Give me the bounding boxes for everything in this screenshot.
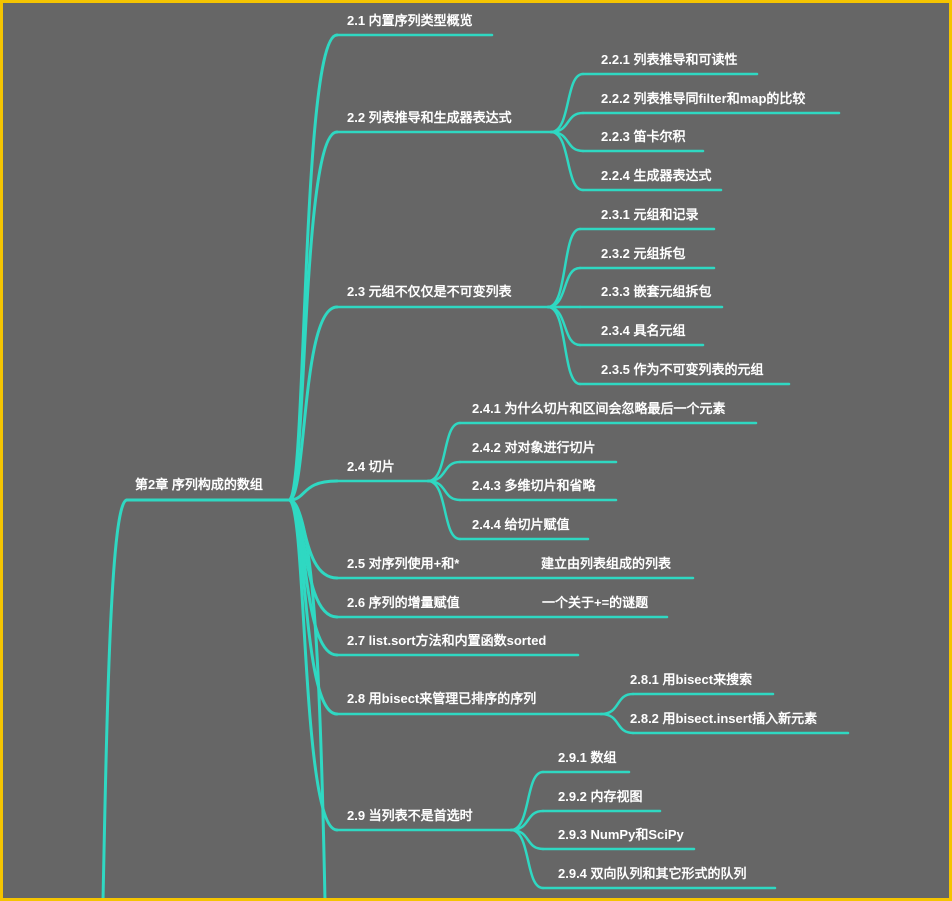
offscreen-connector	[287, 498, 327, 898]
branch-connector	[287, 498, 339, 832]
child-connector	[546, 305, 582, 386]
leaf-2-8-1[interactable]: 2.8.1 用bisect来搜索	[630, 672, 753, 687]
leaf-2-9-2[interactable]: 2.9.2 内存视图	[558, 789, 643, 804]
leaf-2-4-3[interactable]: 2.4.3 多维切片和省略	[472, 478, 596, 493]
leaf-2-3-2[interactable]: 2.3.2 元组拆包	[601, 246, 686, 261]
leaf-2-6-1[interactable]: 一个关于+=的谜题	[542, 595, 649, 610]
leaf-2-2-3[interactable]: 2.2.3 笛卡尔积	[601, 129, 686, 144]
branch-2-3[interactable]: 2.3 元组不仅仅是不可变列表	[347, 284, 512, 299]
child-connector	[509, 828, 545, 890]
branch-2-6[interactable]: 2.6 序列的增量赋值	[347, 595, 460, 610]
child-connector	[599, 712, 635, 735]
branch-connector	[287, 33, 339, 502]
leaf-2-4-2[interactable]: 2.4.2 对对象进行切片	[472, 440, 596, 455]
leaf-2-2-1[interactable]: 2.2.1 列表推导和可读性	[601, 52, 738, 67]
branch-2-8[interactable]: 2.8 用bisect来管理已排序的序列	[347, 691, 537, 706]
branch-2-4[interactable]: 2.4 切片	[347, 459, 395, 474]
leaf-2-3-4[interactable]: 2.3.4 具名元组	[601, 323, 686, 338]
leaf-2-3-3[interactable]: 2.3.3 嵌套元组拆包	[601, 284, 712, 299]
branch-2-9[interactable]: 2.9 当列表不是首选时	[347, 808, 473, 823]
child-connector	[426, 479, 462, 541]
leaf-2-5-1[interactable]: 建立由列表组成的列表	[541, 556, 672, 571]
leaf-2-8-2[interactable]: 2.8.2 用bisect.insert插入新元素	[630, 711, 818, 726]
leaf-2-9-1[interactable]: 2.9.1 数组	[558, 750, 617, 765]
mindmap-connectors	[101, 33, 850, 898]
leaf-2-3-1[interactable]: 2.3.1 元组和记录	[601, 207, 699, 222]
leaf-2-3-5[interactable]: 2.3.5 作为不可变列表的元组	[601, 362, 764, 377]
branch-connector	[287, 130, 339, 502]
leaf-2-4-4[interactable]: 2.4.4 给切片赋值	[472, 517, 570, 532]
child-connector	[549, 130, 585, 192]
branch-2-1[interactable]: 2.1 内置序列类型概览	[347, 13, 473, 28]
branch-2-2[interactable]: 2.2 列表推导和生成器表达式	[347, 110, 512, 125]
branch-2-5[interactable]: 2.5 对序列使用+和*	[347, 556, 460, 571]
root-connector	[101, 498, 129, 898]
leaf-2-2-4[interactable]: 2.2.4 生成器表达式	[601, 168, 712, 183]
leaf-2-9-4[interactable]: 2.9.4 双向队列和其它形式的队列	[558, 866, 747, 881]
branch-connector	[287, 305, 339, 502]
child-connector	[599, 692, 635, 716]
leaf-2-2-2[interactable]: 2.2.2 列表推导同filter和map的比较	[601, 91, 806, 106]
leaf-2-4-1[interactable]: 2.4.1 为什么切片和区间会忽略最后一个元素	[472, 401, 726, 416]
branch-connector	[287, 479, 339, 502]
child-connector	[546, 227, 582, 309]
branch-2-7[interactable]: 2.7 list.sort方法和内置函数sorted	[347, 633, 547, 648]
root-node[interactable]: 第2章 序列构成的数组	[135, 477, 263, 492]
leaf-2-9-3[interactable]: 2.9.3 NumPy和SciPy	[558, 827, 684, 842]
